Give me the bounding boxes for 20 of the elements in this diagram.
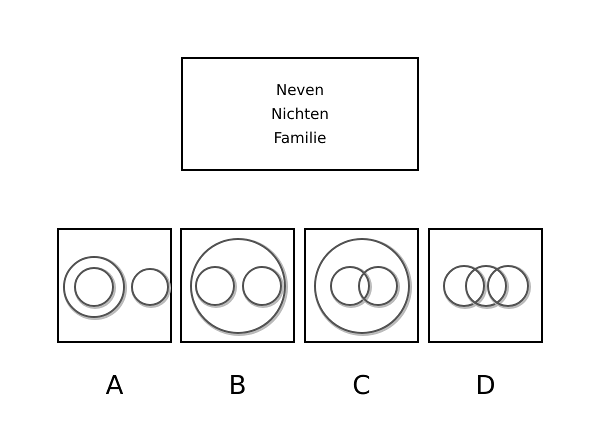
circle-shape <box>487 265 529 307</box>
option-letter: C <box>351 370 372 402</box>
circle-shape <box>131 268 169 306</box>
circle-shape <box>195 266 235 306</box>
circle-shape <box>330 266 370 306</box>
circle-shape <box>242 266 282 306</box>
circle-shape <box>465 265 507 307</box>
option-letter: A <box>104 370 124 402</box>
circle-shape <box>63 256 125 318</box>
word-text: Nichten <box>270 104 330 125</box>
word-box <box>181 57 419 171</box>
circle-shape <box>358 266 398 306</box>
circle-shape <box>190 238 286 334</box>
word-text: Neven <box>274 80 326 101</box>
circle-shape <box>314 238 410 334</box>
circle-shape <box>443 265 485 307</box>
option-letter: B <box>228 370 248 402</box>
word-text: Familie <box>272 128 328 149</box>
option-letter: D <box>474 370 497 402</box>
circle-shape <box>74 267 114 307</box>
